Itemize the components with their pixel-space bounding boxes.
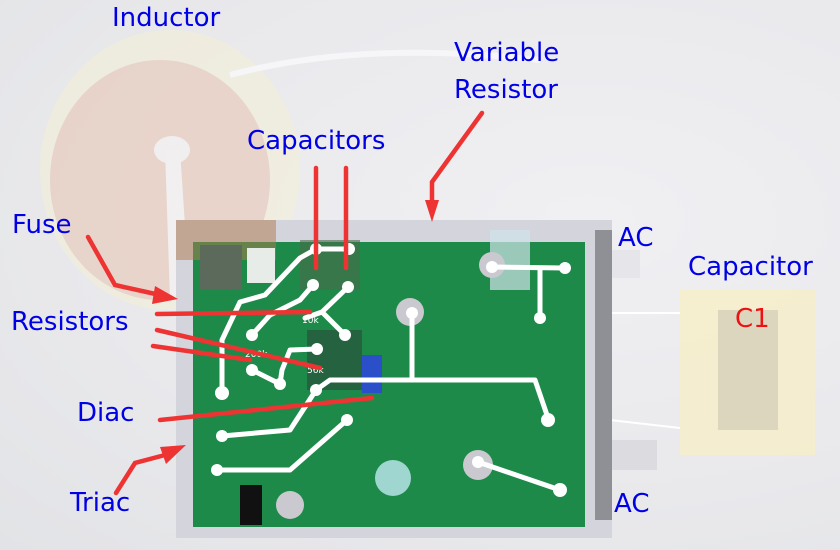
diac-component <box>362 355 382 393</box>
pointer-lines <box>85 110 485 496</box>
resistor-pointer-56k <box>154 327 323 371</box>
label-inductor: Inductor <box>112 3 221 33</box>
fuse-clip <box>247 248 275 283</box>
label-resistors: Resistors <box>11 307 129 337</box>
trace-pads <box>211 243 571 497</box>
ac-terminal-top <box>612 250 640 278</box>
fuse-arrowhead <box>152 286 178 304</box>
inductor-lead-wire <box>229 49 541 78</box>
ac-terminal-bottom <box>612 440 657 470</box>
mounting-hole <box>375 460 411 496</box>
label-ac-bottom: AC <box>614 489 650 519</box>
label-ac-top: AC <box>618 223 654 253</box>
triac-tab <box>240 485 262 525</box>
label-variable-resistor-line1: Variable <box>454 38 560 68</box>
label-diac: Diac <box>77 398 135 428</box>
resistor-value-56k: 56k <box>307 366 324 376</box>
c1-lead-bottom <box>609 419 681 429</box>
triac-pointer <box>113 452 168 496</box>
fuse-terminal <box>200 245 242 290</box>
resistor-pointer-200k <box>150 343 253 363</box>
triac-arrowhead <box>160 445 186 464</box>
capacitor-c1-marking <box>718 310 778 430</box>
resistor-pointer-10k <box>154 309 313 317</box>
fuse-pointer <box>85 234 163 298</box>
label-variable-resistor-line2: Resistor <box>454 75 558 105</box>
label-triac: Triac <box>70 488 131 518</box>
pointer-arrowheads <box>152 200 439 464</box>
diac-pointer <box>157 395 375 423</box>
label-capacitor: Capacitor <box>688 252 813 282</box>
label-c1: C1 <box>735 304 770 334</box>
resistor-value-10k: 10k <box>302 316 319 326</box>
variable-resistor-arrowhead <box>425 200 439 222</box>
triac-pad <box>276 491 304 519</box>
label-fuse: Fuse <box>12 210 72 240</box>
pcb-edge-shadow <box>595 230 612 520</box>
label-capacitors: Capacitors <box>247 126 386 156</box>
variable-resistor-pointer <box>429 110 485 215</box>
